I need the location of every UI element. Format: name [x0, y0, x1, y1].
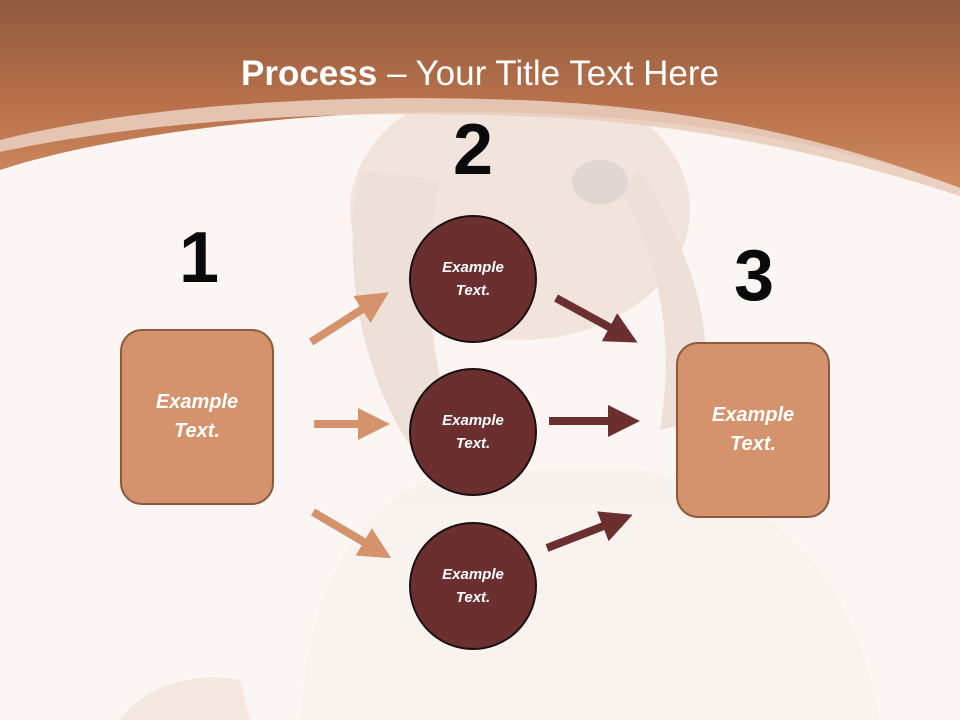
step-2-circle-bottom: Example Text. — [409, 522, 537, 650]
step-number-1: 1 — [178, 218, 220, 298]
step-2-circle-middle: Example Text. — [409, 368, 537, 496]
step-3-box: Example Text. — [676, 342, 830, 518]
step-1-box: Example Text. — [120, 329, 274, 505]
circle-bottom-text: Example Text. — [442, 566, 504, 606]
step-2-circle-top: Example Text. — [409, 215, 537, 343]
step-1-box-text: Example Text. — [155, 391, 239, 442]
circle-top-text: Example Text. — [442, 259, 504, 299]
title-rest: – Your Title Text Here — [377, 54, 719, 93]
step-number-3: 3 — [733, 236, 775, 316]
circle-middle-text: Example Text. — [442, 412, 504, 452]
step-number-2: 2 — [452, 110, 494, 190]
step-3-box-text: Example Text. — [711, 404, 795, 455]
slide-title: Process – Your Title Text Here — [0, 52, 960, 96]
title-bold: Process — [241, 54, 378, 93]
